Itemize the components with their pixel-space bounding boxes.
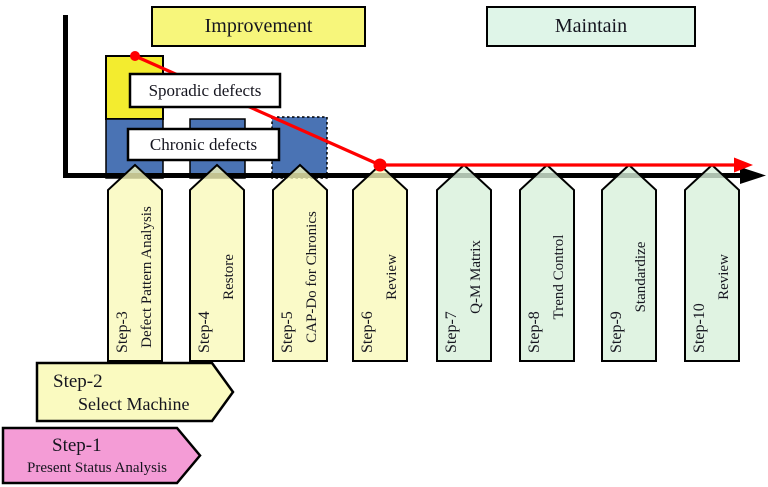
step-4-label: Step-4 Restore (190, 193, 244, 361)
step-4-id: Step-4 (196, 311, 213, 353)
step-2-label: Step-2 Select Machine (37, 365, 227, 419)
step-8-title: Trend Control (551, 234, 567, 320)
step-5-label: Step-5 CAP-Do for Chronics (273, 193, 327, 361)
trend-breakpoint-dot (373, 158, 387, 172)
step-2-banner (35, 361, 235, 423)
step-7-label: Step-7 Q-M Matrix (437, 193, 491, 361)
x-axis (63, 173, 744, 178)
step-3-label: Step-3 Defect Pattern Analysis (108, 193, 162, 361)
trend-arrowhead-icon (734, 157, 753, 173)
step-1-id: Step-1 (52, 434, 102, 456)
step-4-title: Restore (221, 254, 237, 300)
chronic-defects-label: Chronic defects (149, 134, 258, 154)
step-6-label: Step-6 Review (353, 193, 407, 361)
trend-start-dot (130, 51, 140, 61)
step-8-label: Step-8 Trend Control (520, 193, 574, 361)
maintain-phase-label: Maintain (554, 15, 628, 37)
chronic-defects-label-box (126, 127, 281, 162)
step-7-id: Step-7 (443, 311, 460, 353)
step-9-id: Step-9 (608, 311, 625, 353)
step-5-title: CAP-Do for Chronics (304, 211, 320, 343)
x-axis-arrowhead-icon (740, 167, 766, 184)
step-1-title: Present Status Analysis (27, 459, 168, 476)
sporadic-defects-label: Sporadic defects (148, 80, 262, 100)
step-6-title: Review (384, 254, 400, 300)
improvement-phase-box (151, 6, 366, 47)
sporadic-defects-label-box (128, 72, 282, 109)
maintain-phase-box (486, 6, 696, 47)
step-8-banner (519, 163, 575, 362)
step-7-title: Q-M Matrix (468, 240, 484, 314)
step-10-title: Review (716, 254, 732, 300)
step-9-label: Step-9 Standardize (602, 193, 656, 361)
step-10-id: Step-10 (691, 303, 708, 353)
improvement-phase-label: Improvement (204, 15, 313, 37)
step-1-banner (1, 426, 202, 485)
step-3-id: Step-3 (114, 311, 131, 353)
step-7-banner (436, 163, 492, 362)
step-2-title: Select Machine (78, 394, 190, 414)
step-10-banner (684, 163, 740, 362)
step-9-banner (601, 163, 657, 362)
step-6-banner (352, 163, 408, 362)
step-1-label: Step-1 Present Status Analysis (3, 430, 198, 481)
y-axis (63, 15, 68, 178)
step-5-banner (272, 163, 328, 362)
step-5-id: Step-5 (279, 311, 296, 353)
step-10-label: Step-10 Review (685, 193, 739, 361)
step-8-id: Step-8 (526, 311, 543, 353)
step-6-id: Step-6 (359, 311, 376, 353)
step-2-id: Step-2 (53, 371, 103, 392)
step-9-title: Standardize (633, 241, 649, 313)
step-3-title: Defect Pattern Analysis (139, 206, 155, 348)
step-4-banner (189, 163, 245, 362)
step-3-banner (107, 163, 163, 362)
